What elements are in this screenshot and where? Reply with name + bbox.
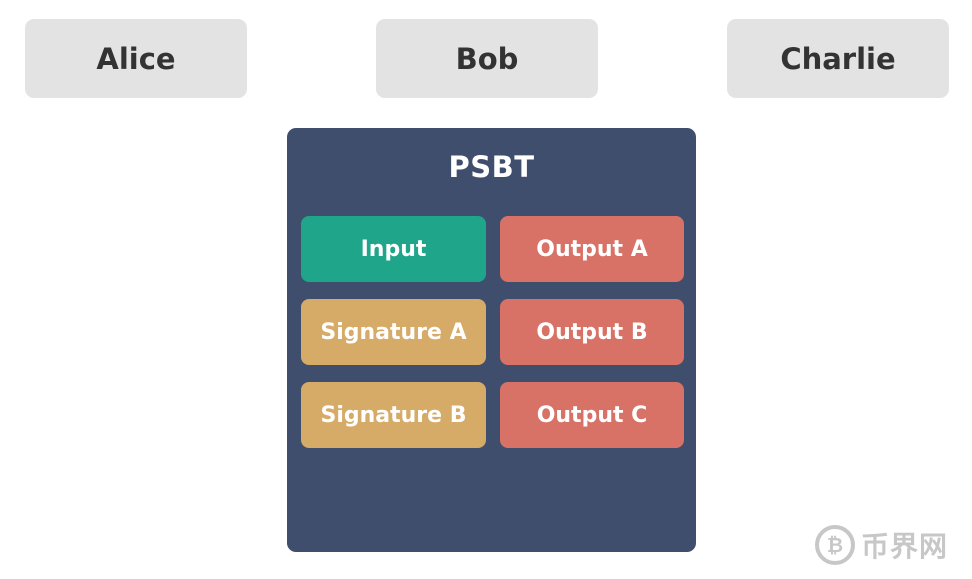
psbt-output-b-cell: Output B — [500, 299, 684, 365]
psbt-signature-b-cell: Signature B — [301, 382, 486, 448]
watermark-text: 币界网 — [861, 530, 949, 563]
psbt-output-a-label: Output A — [536, 236, 648, 262]
psbt-output-b-label: Output B — [536, 319, 648, 345]
watermark-logo: ₿ 币界网 — [815, 520, 965, 570]
psbt-input-cell: Input — [301, 216, 486, 282]
party-alice-label: Alice — [96, 41, 176, 76]
party-charlie: Charlie — [727, 19, 949, 98]
party-charlie-label: Charlie — [780, 41, 896, 76]
psbt-signature-a-cell: Signature A — [301, 299, 486, 365]
party-bob: Bob — [376, 19, 598, 98]
psbt-title: PSBT — [448, 150, 535, 184]
party-alice: Alice — [25, 19, 247, 98]
psbt-output-a-cell: Output A — [500, 216, 684, 282]
psbt-output-c-label: Output C — [536, 402, 648, 428]
psbt-signature-b-label: Signature B — [320, 402, 467, 428]
psbt-input-label: Input — [360, 236, 427, 262]
bitcoin-icon: ₿ — [815, 525, 855, 565]
psbt-output-c-cell: Output C — [500, 382, 684, 448]
party-bob-label: Bob — [455, 41, 519, 76]
psbt-signature-a-label: Signature A — [320, 319, 467, 345]
